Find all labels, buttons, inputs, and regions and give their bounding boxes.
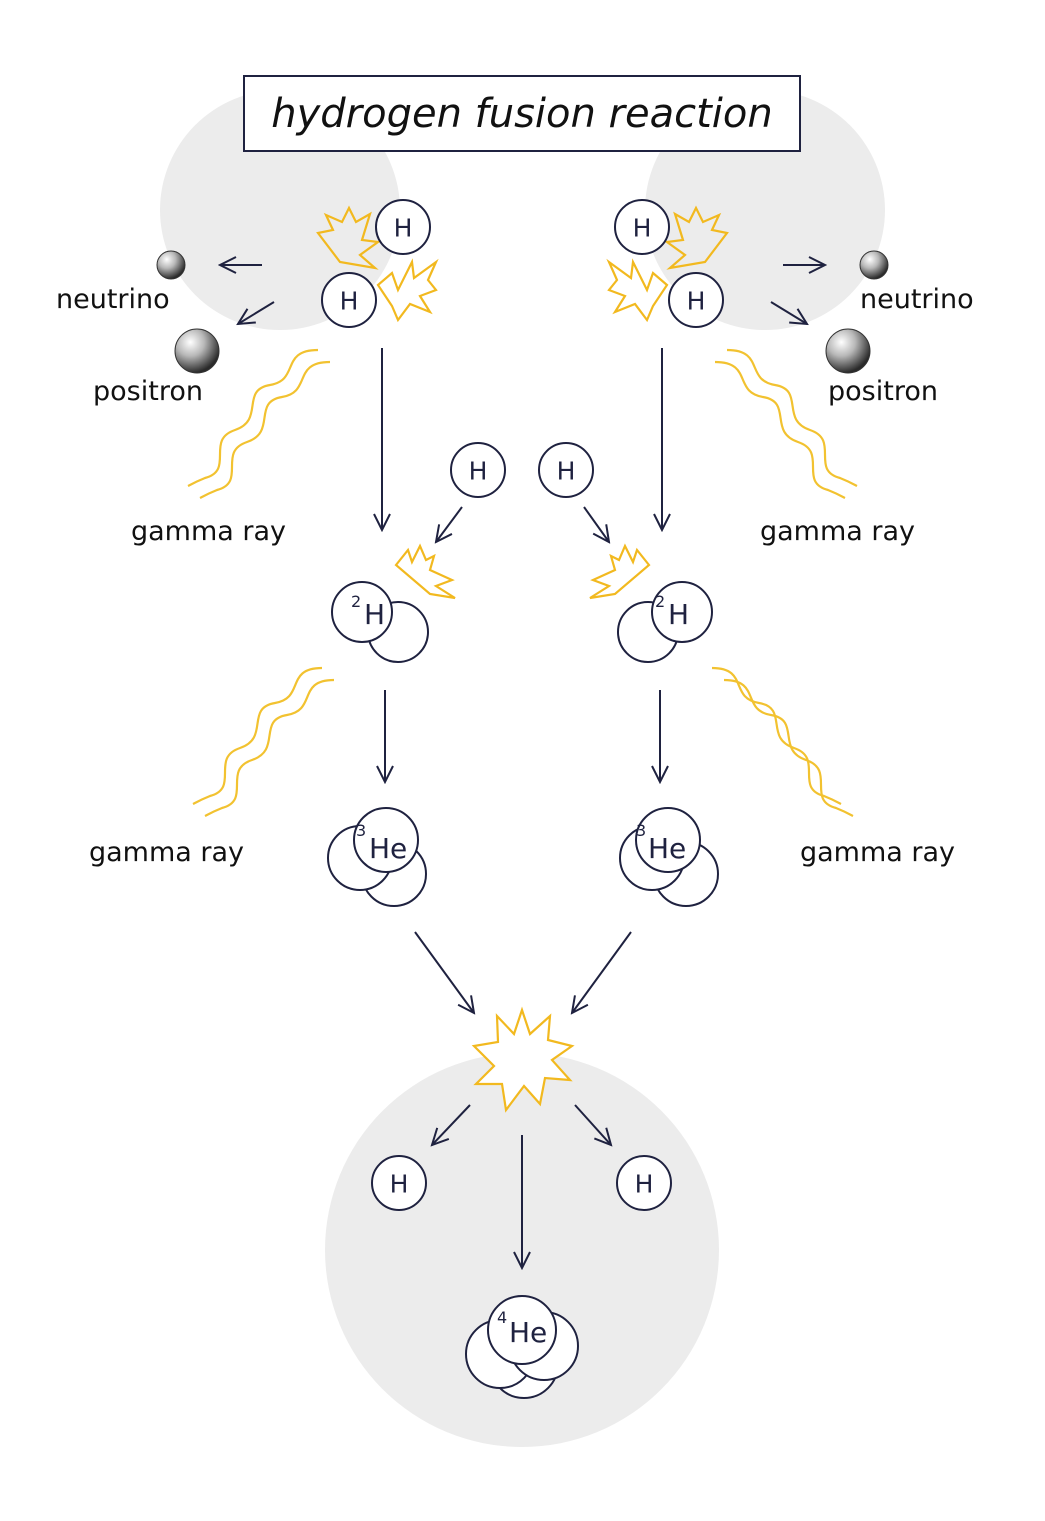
deuterium-nucleus: 2 H: [331, 581, 429, 663]
svg-text:4: 4: [497, 1308, 507, 1327]
arrow-icon: [770, 301, 807, 324]
svg-text:H: H: [394, 214, 413, 243]
spark-icon: [606, 258, 669, 323]
gamma-ray-label: gamma ray: [89, 837, 244, 868]
gamma-ray-label: gamma ray: [131, 516, 286, 547]
helium3-nucleus: 3 He: [327, 807, 427, 907]
gamma-ray-label: gamma ray: [800, 837, 955, 868]
hydrogen-atom: H: [371, 1155, 427, 1211]
svg-text:H: H: [557, 457, 576, 486]
gamma-ray-label: gamma ray: [760, 516, 915, 547]
svg-text:2: 2: [655, 592, 665, 611]
hydrogen-atom: H: [614, 199, 670, 255]
spark-icon: [471, 1006, 575, 1113]
neutrino-particle: [859, 250, 889, 280]
gamma-wave-icon: [711, 666, 854, 817]
positron-label: positron: [828, 376, 938, 407]
positron-particle: [174, 328, 220, 374]
neutrino-particle: [156, 250, 186, 280]
arrow-icon: [436, 506, 463, 542]
helium3-nucleus: 3 He: [619, 807, 719, 907]
arrow-icon: [572, 931, 632, 1013]
arrow-icon: [574, 1104, 611, 1145]
spark-icon: [376, 258, 439, 323]
svg-text:3: 3: [636, 821, 646, 840]
hydrogen-atom: H: [668, 272, 724, 328]
hydrogen-atom: H: [375, 199, 431, 255]
svg-text:H: H: [635, 1170, 654, 1199]
hydrogen-atom: H: [321, 272, 377, 328]
gamma-wave-icon: [192, 666, 335, 817]
arrow-icon: [583, 506, 609, 542]
title-box: hydrogen fusion reaction: [243, 75, 801, 152]
positron-particle: [825, 328, 871, 374]
arrow-icon: [238, 301, 275, 324]
arrow-icon: [414, 931, 474, 1013]
svg-text:2: 2: [351, 592, 361, 611]
svg-text:H: H: [668, 598, 689, 631]
svg-text:H: H: [364, 598, 385, 631]
svg-text:H: H: [469, 457, 488, 486]
spark-icon: [589, 543, 651, 600]
svg-text:He: He: [648, 832, 686, 865]
neutrino-label: neutrino: [860, 284, 974, 315]
svg-text:He: He: [509, 1316, 547, 1349]
svg-text:3: 3: [356, 821, 366, 840]
gamma-wave-icon: [187, 348, 331, 499]
arrow-icon: [432, 1104, 471, 1145]
neutrino-label: neutrino: [56, 284, 170, 315]
svg-text:H: H: [687, 287, 706, 316]
hydrogen-atom: H: [616, 1155, 672, 1211]
deuterium-nucleus: 2 H: [617, 581, 713, 663]
hydrogen-atom: H: [450, 442, 506, 498]
spark-icon: [316, 205, 381, 270]
spark-icon: [394, 543, 456, 600]
gamma-wave-icon: [714, 348, 858, 499]
positron-label: positron: [93, 376, 203, 407]
svg-text:H: H: [390, 1170, 409, 1199]
svg-text:H: H: [340, 287, 359, 316]
page-title: hydrogen fusion reaction: [271, 91, 773, 137]
hydrogen-atom: H: [538, 442, 594, 498]
spark-icon: [664, 205, 729, 270]
svg-text:He: He: [369, 832, 407, 865]
helium4-nucleus: 4 He: [465, 1295, 579, 1399]
svg-text:H: H: [633, 214, 652, 243]
